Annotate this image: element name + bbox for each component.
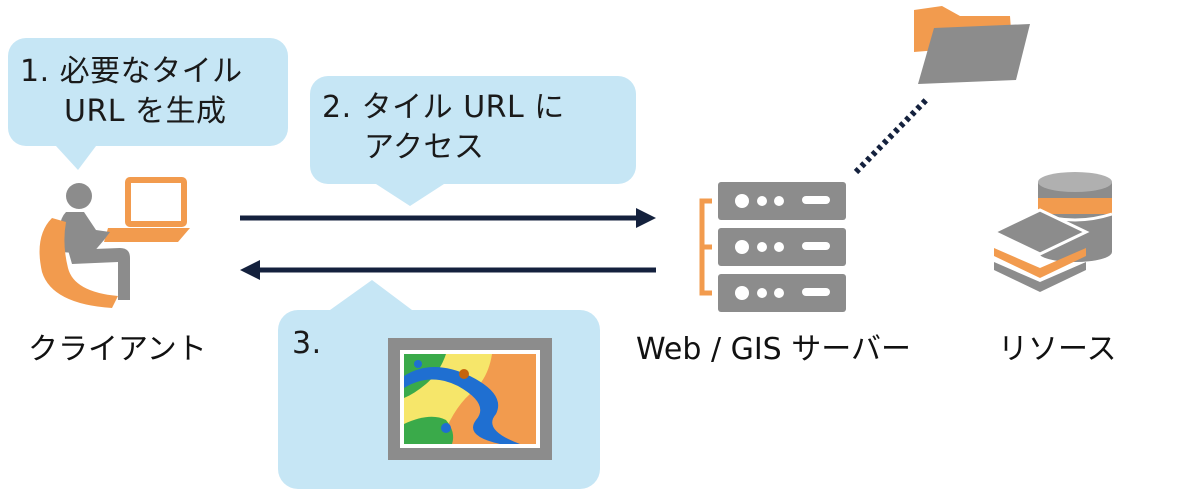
folder-dotted-link: [853, 95, 931, 175]
step2-text-line1: 2. タイル URL に: [322, 90, 565, 125]
server-icon: [699, 182, 846, 312]
step1-text-line1: 1. 必要なタイル: [20, 54, 243, 89]
request-arrow: [240, 208, 656, 228]
step2-text-line2: アクセス: [364, 130, 485, 165]
resource-label: リソース: [998, 332, 1117, 367]
client-label: クライアント: [28, 332, 207, 367]
client-person-icon: [39, 177, 190, 308]
speech-bubble-step1: [8, 38, 288, 170]
step3-label: 3.: [292, 326, 322, 361]
speech-bubble-step2: [310, 76, 636, 206]
response-arrow: [240, 260, 656, 280]
server-label: Web / GIS サーバー: [636, 332, 911, 367]
step1-text-line2: URL を生成: [64, 94, 227, 129]
map-tile-image: [388, 338, 552, 460]
layers-icon: [990, 208, 1090, 292]
folder-icon: [914, 6, 1030, 84]
